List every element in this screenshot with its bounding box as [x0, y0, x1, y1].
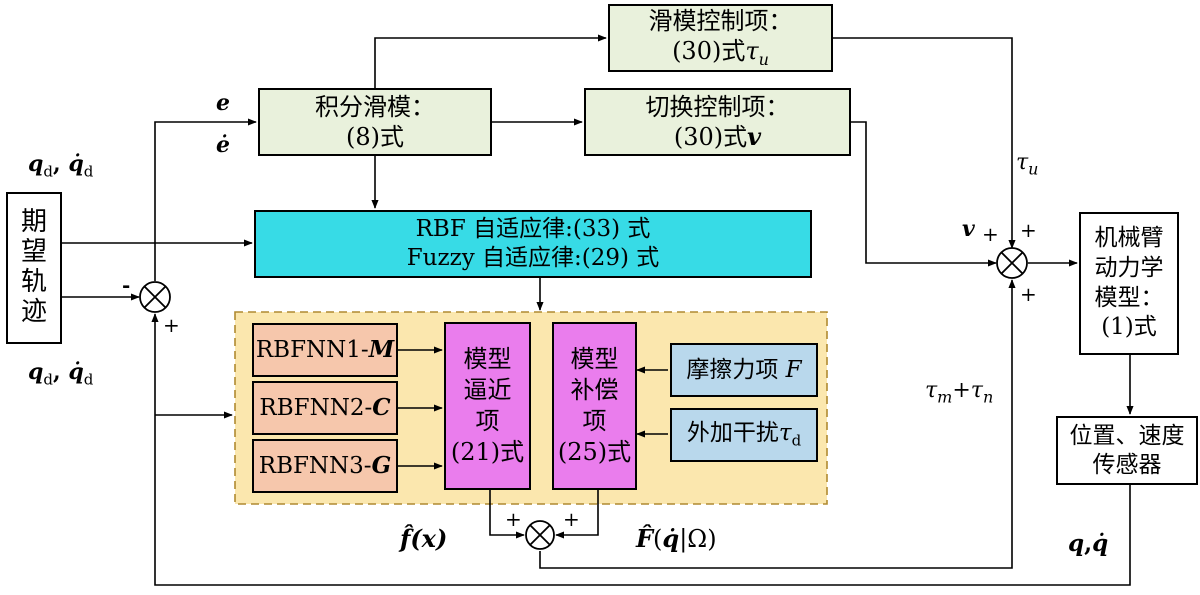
sum1-minus-sign: - — [122, 273, 131, 297]
label-tau-u: τu — [1016, 150, 1039, 179]
friction-block: 摩擦力项 F — [670, 343, 818, 397]
sum-junction-3 — [525, 520, 555, 550]
desired-trajectory-block: 期 望 轨 迹 — [6, 192, 62, 344]
wire-sum3-to-sum2 — [539, 279, 1016, 569]
label-q-qdot-output: q,q̇ — [1068, 530, 1109, 557]
label-qd-top: qd, q̇d — [28, 151, 94, 181]
label-e: e — [216, 90, 230, 116]
adaptive-law-block: RBF 自适应律:(33) 式 Fuzzy 自适应律:(29) 式 — [254, 210, 812, 278]
label-edot: ė — [216, 132, 230, 158]
integral-sliding-block: 积分滑模： (8)式 — [258, 88, 492, 156]
rbfnn1-block: RBFNN1-M — [252, 323, 398, 377]
sum1-plus-sign: + — [163, 313, 180, 337]
robot-dynamics-block: 机械臂 动力学 模型： (1)式 — [1079, 212, 1179, 355]
label-F-hat: F̂(q̇|Ω) — [636, 524, 717, 553]
sum2-plus-tau-u: + — [1020, 218, 1037, 242]
wire-approx-to-sum3 — [489, 490, 525, 539]
label-qd-bottom: qd, q̇d — [28, 359, 94, 389]
rbfnn3-block: RBFNN3-G — [252, 439, 398, 493]
model-compensation-block: 模型 补偿 项 (25)式 — [552, 322, 637, 490]
label-f-hat: f̂(x) — [400, 524, 448, 553]
sum3-plus-right: + — [563, 507, 580, 531]
wire-feedback — [151, 313, 1131, 586]
sum2-plus-v: + — [982, 222, 999, 246]
wire-tau-u-to-sum2 — [833, 37, 1016, 249]
model-approximation-block: 模型 逼近 项 (21)式 — [444, 322, 531, 490]
sum3-plus-left: + — [505, 507, 522, 531]
sliding-control-block: 滑模控制项： (30)式τu — [608, 4, 833, 72]
wire-integral-to-sliding — [374, 34, 607, 88]
wire-comp-to-sum3 — [555, 490, 599, 539]
sum-junction-2 — [996, 247, 1028, 279]
label-tau-m-plus-tau-n: τm+τn — [925, 378, 994, 407]
rbfnn2-block: RBFNN2-C — [252, 381, 398, 435]
sensor-block: 位置、速度 传感器 — [1056, 416, 1198, 485]
disturbance-block: 外加干扰τd — [670, 408, 818, 462]
wire-error-to-integral — [154, 118, 257, 281]
wire-v-to-sum2 — [851, 121, 997, 267]
switch-control-block: 切换控制项： (30)式v — [584, 88, 851, 156]
sum-junction-1 — [139, 281, 171, 313]
label-v: v — [962, 216, 975, 242]
sum2-plus-tau-mn: + — [1020, 282, 1037, 306]
